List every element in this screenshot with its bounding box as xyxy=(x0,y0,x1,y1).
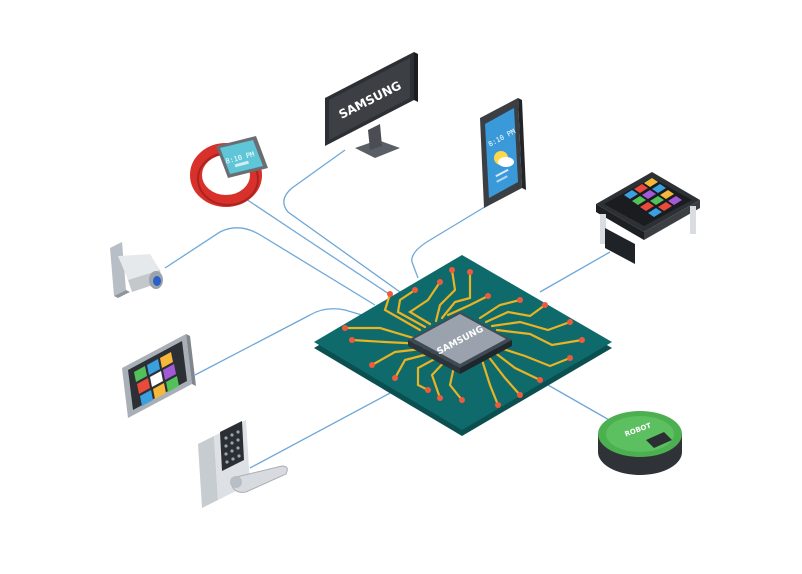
connection-wires xyxy=(164,149,619,469)
keypad-buttons xyxy=(224,430,241,464)
panel-app-tiles xyxy=(134,352,179,406)
wire-tv xyxy=(283,149,401,293)
wire-table xyxy=(539,251,611,293)
table-app-tiles xyxy=(624,178,682,217)
wire-panel xyxy=(194,308,373,376)
table-leg-right xyxy=(690,206,696,234)
wire-watch xyxy=(239,194,396,299)
smartwatch-device: 8:10 PM xyxy=(190,136,268,207)
robot-display xyxy=(646,432,672,448)
wire-lock xyxy=(249,391,393,469)
tv-device: SAMSUNG xyxy=(325,52,418,158)
smart-lock-device xyxy=(198,420,288,508)
table-cabinet xyxy=(605,228,635,264)
smart-table-device xyxy=(596,172,700,264)
security-camera-device xyxy=(110,242,163,298)
smartphone-device: 8:10 PM xyxy=(480,98,526,208)
board-pads xyxy=(342,267,585,408)
tv-stand xyxy=(355,140,400,158)
table-leg-left xyxy=(600,214,606,244)
chip-top xyxy=(414,314,506,364)
control-panel-device xyxy=(122,334,196,418)
wire-phone xyxy=(411,204,489,279)
watch-screen xyxy=(220,140,263,174)
wire-robot xyxy=(547,384,619,426)
lock-handle xyxy=(231,465,288,493)
wire-camera xyxy=(164,227,376,306)
processor-chip: SAMSUNG xyxy=(408,312,512,374)
robot-vacuum-device: ROBOT xyxy=(598,411,682,475)
board-traces xyxy=(343,268,584,407)
